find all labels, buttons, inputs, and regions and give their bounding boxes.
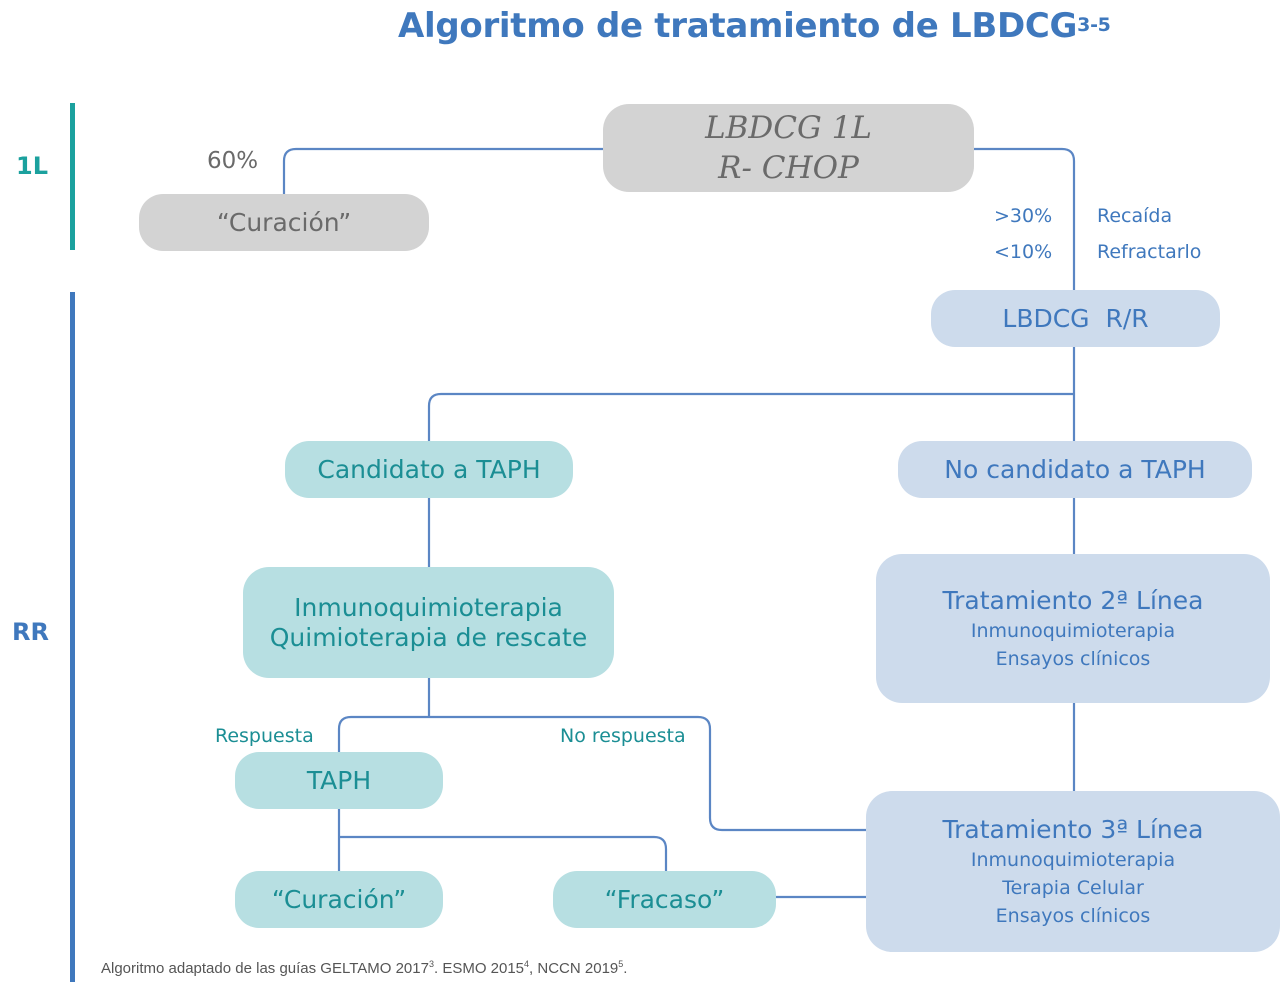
- title-reference: 3-5: [1077, 14, 1111, 36]
- node-tratamiento-2-linea: Tratamiento 2ª Línea Inmunoquimioterapia…: [876, 554, 1270, 703]
- node-t3-item: Ensayos clínicos: [995, 904, 1151, 927]
- label-recaida: Recaída: [1097, 205, 1173, 227]
- connector-1l-to-curacion: [282, 147, 604, 195]
- title-text: Algoritmo de tratamiento de LBDCG: [398, 6, 1078, 46]
- node-lbdcg-1l-line2: R- CHOP: [718, 150, 859, 186]
- node-curacion-rr: “Curación”: [235, 871, 443, 928]
- connector-no-respuesta: [697, 715, 867, 832]
- page-title: Algoritmo de tratamiento de LBDCG3-5: [398, 6, 1111, 46]
- node-fracaso: “Fracaso”: [553, 871, 776, 928]
- node-curacion-1l: “Curación”: [139, 194, 429, 251]
- node-t2-item: Ensayos clínicos: [995, 647, 1151, 670]
- node-t3-item: Inmunoquimioterapia: [970, 848, 1176, 871]
- node-t2-item: Inmunoquimioterapia: [970, 619, 1176, 642]
- footer-prefix: Algoritmo adaptado de las guías GELTAMO …: [101, 960, 429, 977]
- node-t3-title: Tratamiento 3ª Línea: [942, 814, 1204, 844]
- section-bar-1l: [70, 103, 75, 250]
- node-t2-title: Tratamiento 2ª Línea: [942, 585, 1204, 615]
- section-label-rr: RR: [12, 618, 49, 646]
- node-taph: TAPH: [235, 752, 443, 809]
- node-lbdcg-1l: LBDCG 1L R- CHOP: [603, 104, 974, 192]
- connector-to-fracaso: [339, 835, 668, 872]
- label-respuesta: Respuesta: [215, 725, 314, 747]
- connector-rr-to-candidato: [427, 392, 1074, 443]
- node-candidato-taph: Candidato a TAPH: [285, 441, 573, 498]
- node-inmuno-line2: Quimioterapia de rescate: [269, 622, 588, 652]
- footer-mid: . ESMO 2015: [433, 960, 525, 977]
- label-no-respuesta: No respuesta: [560, 725, 686, 747]
- label-60-percent: 60%: [207, 148, 259, 174]
- footer-ref: 5: [618, 959, 624, 969]
- label-refractario: Refractarlo: [1097, 241, 1202, 263]
- node-lbdcg-rr: LBDCG R/R: [931, 290, 1220, 347]
- node-t3-item: Terapia Celular: [1002, 876, 1144, 899]
- node-no-candidato-taph: No candidato a TAPH: [898, 441, 1252, 498]
- node-inmunoquimioterapia: Inmunoquimioterapia Quimioterapia de res…: [243, 567, 614, 678]
- node-tratamiento-3-linea: Tratamiento 3ª Línea Inmunoquimioterapia…: [866, 791, 1280, 952]
- label-under-10-percent: <10%: [994, 241, 1053, 263]
- connector-to-taph: [337, 715, 698, 753]
- label-over-30-percent: >30%: [994, 205, 1053, 227]
- footer-ref: 4: [524, 959, 530, 969]
- footer-suffix: .: [623, 960, 628, 977]
- footer-ref: 3: [428, 959, 434, 969]
- footer-mid: , NCCN 2019: [529, 960, 619, 977]
- node-inmuno-line1: Inmunoquimioterapia: [294, 592, 563, 622]
- section-bar-rr: [70, 292, 75, 982]
- node-lbdcg-1l-line1: LBDCG 1L: [705, 110, 872, 146]
- connector-1l-to-rr: [973, 147, 1076, 291]
- footer-note: Algoritmo adaptado de las guías GELTAMO …: [101, 959, 627, 977]
- section-label-1l: 1L: [16, 152, 48, 180]
